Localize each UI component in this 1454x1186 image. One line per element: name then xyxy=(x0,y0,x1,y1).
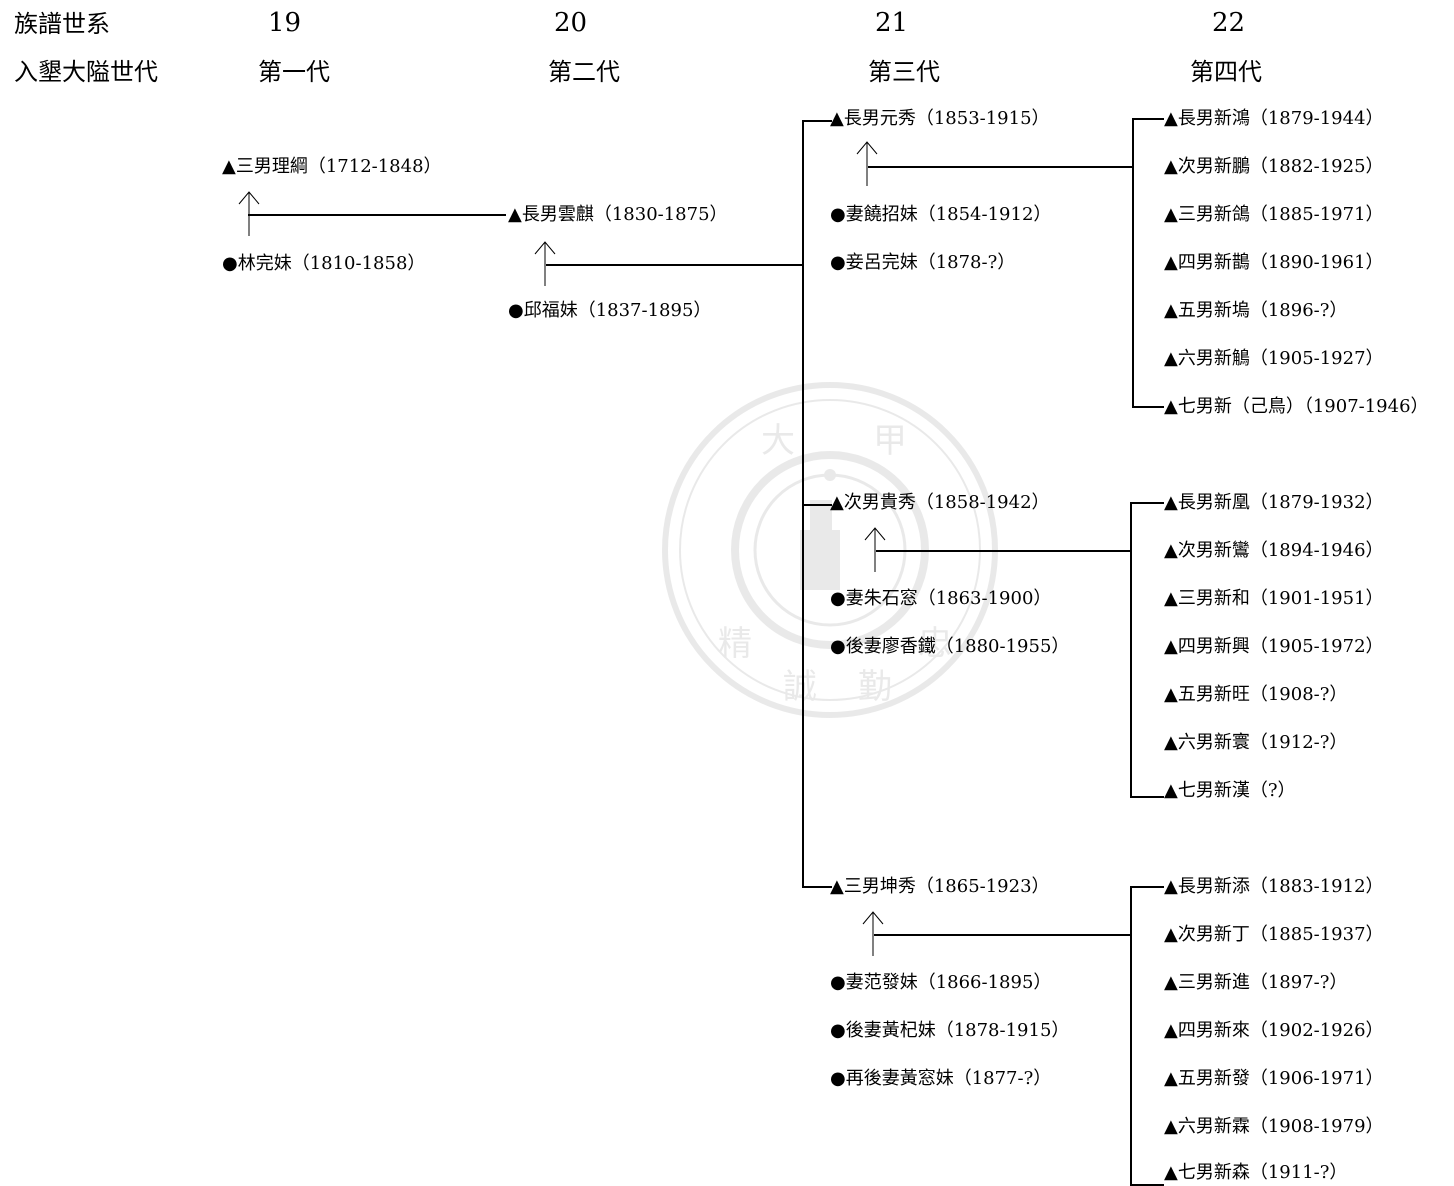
children-bracket xyxy=(1130,886,1132,1186)
person-g3-c-male: ▲三男坤秀（1865-1923） xyxy=(830,876,1050,897)
person-g4-b-1: ▲長男新凰（1879-1932） xyxy=(1164,492,1384,513)
children-bracket xyxy=(1132,118,1134,408)
person-g4-b-5: ▲五男新旺（1908-?） xyxy=(1164,684,1348,705)
person-g4-c-7: ▲七男新森（1911-?） xyxy=(1164,1162,1348,1183)
person-g4-b-3: ▲三男新和（1901-1951） xyxy=(1164,588,1384,609)
generation-label-4: 第四代 xyxy=(1190,58,1262,86)
person-g4-c-3: ▲三男新進（1897-?） xyxy=(1164,972,1348,993)
person-g3-c-spouse-2: ●後妻黃杞妹（1878-1915） xyxy=(830,1020,1070,1041)
person-g4-b-7: ▲七男新漢（?） xyxy=(1164,780,1296,801)
branch-line xyxy=(802,120,832,122)
svg-text:誠: 誠 xyxy=(783,667,817,707)
person-g4-c-2: ▲次男新丁（1885-1937） xyxy=(1164,924,1384,945)
svg-text:甲: 甲 xyxy=(873,421,907,461)
connector-line xyxy=(248,214,506,216)
svg-text:精: 精 xyxy=(718,624,752,664)
marriage-arrow-icon xyxy=(862,911,884,956)
branch-line xyxy=(802,504,832,506)
generation-number-20: 20 xyxy=(554,8,588,38)
trunk-line xyxy=(802,120,804,886)
watermark-seal: 大 甲 精 誠 勤 忠 xyxy=(662,382,998,718)
bracket-tick xyxy=(1132,406,1164,408)
connector-line xyxy=(546,264,802,266)
bracket-tick xyxy=(1130,1184,1164,1186)
person-g1-male: ▲三男理綱（1712-1848） xyxy=(222,156,442,177)
person-g4-a-2: ▲次男新鵬（1882-1925） xyxy=(1164,156,1384,177)
person-g4-c-1: ▲長男新添（1883-1912） xyxy=(1164,876,1384,897)
person-g3-b-spouse-1: ●妻朱石窓（1863-1900） xyxy=(830,588,1052,609)
generation-label-2: 第二代 xyxy=(548,58,620,86)
person-g4-a-7: ▲七男新（己鳥）（1907-1946） xyxy=(1164,396,1429,417)
person-g3-c-spouse-3: ●再後妻黃窓妹（1877-?） xyxy=(830,1068,1052,1089)
person-g3-b-male: ▲次男貴秀（1858-1942） xyxy=(830,492,1050,513)
generation-number-19: 19 xyxy=(268,8,302,38)
person-g4-a-1: ▲長男新鴻（1879-1944） xyxy=(1164,108,1384,129)
person-g4-a-6: ▲六男新鵤（1905-1927） xyxy=(1164,348,1384,369)
bracket-tick xyxy=(1130,796,1164,798)
lineage-generation-label: 族譜世系 xyxy=(14,10,110,38)
person-g3-b-spouse-2: ●後妻廖香鐵（1880-1955） xyxy=(830,636,1070,657)
branch-line xyxy=(802,886,832,888)
person-g3-a-spouse-2: ●妾呂完妹（1878-?） xyxy=(830,252,1016,273)
svg-text:忠: 忠 xyxy=(918,624,952,664)
connector-line xyxy=(868,166,1134,168)
person-g4-c-5: ▲五男新發（1906-1971） xyxy=(1164,1068,1384,1089)
marriage-arrow-icon xyxy=(864,527,886,572)
generation-number-21: 21 xyxy=(875,8,909,38)
person-g4-a-4: ▲四男新鵲（1890-1961） xyxy=(1164,252,1384,273)
person-g3-a-male: ▲長男元秀（1853-1915） xyxy=(830,108,1050,129)
person-g4-b-6: ▲六男新寰（1912-?） xyxy=(1164,732,1348,753)
person-g3-c-spouse-1: ●妻范發妹（1866-1895） xyxy=(830,972,1052,993)
person-g2-spouse: ●邱福妹（1837-1895） xyxy=(508,300,712,321)
person-g1-spouse: ●林完妹（1810-1858） xyxy=(222,253,426,274)
marriage-arrow-icon xyxy=(534,241,556,286)
generation-label-1: 第一代 xyxy=(258,58,330,86)
person-g4-c-4: ▲四男新來（1902-1926） xyxy=(1164,1020,1384,1041)
person-g4-b-4: ▲四男新興（1905-1972） xyxy=(1164,636,1384,657)
svg-text:大: 大 xyxy=(761,421,795,461)
generation-number-22: 22 xyxy=(1212,8,1246,38)
person-g4-a-3: ▲三男新鴿（1885-1971） xyxy=(1164,204,1384,225)
person-g4-a-5: ▲五男新塢（1896-?） xyxy=(1164,300,1348,321)
person-g2-male: ▲長男雲麒（1830-1875） xyxy=(508,204,728,225)
bracket-tick xyxy=(1132,118,1164,120)
svg-text:勤: 勤 xyxy=(858,667,892,707)
connector-line xyxy=(874,934,1132,936)
bracket-tick xyxy=(1130,886,1164,888)
generation-label-3: 第三代 xyxy=(868,58,940,86)
connector-line xyxy=(876,550,1132,552)
settlement-generation-label: 入墾大隘世代 xyxy=(14,58,158,86)
person-g4-c-6: ▲六男新霖（1908-1979） xyxy=(1164,1116,1384,1137)
bracket-tick xyxy=(1130,502,1164,504)
person-g3-a-spouse-1: ●妻饒招妹（1854-1912） xyxy=(830,204,1052,225)
person-g4-b-2: ▲次男新鸞（1894-1946） xyxy=(1164,540,1384,561)
marriage-arrow-icon xyxy=(856,141,878,186)
children-bracket xyxy=(1130,502,1132,798)
